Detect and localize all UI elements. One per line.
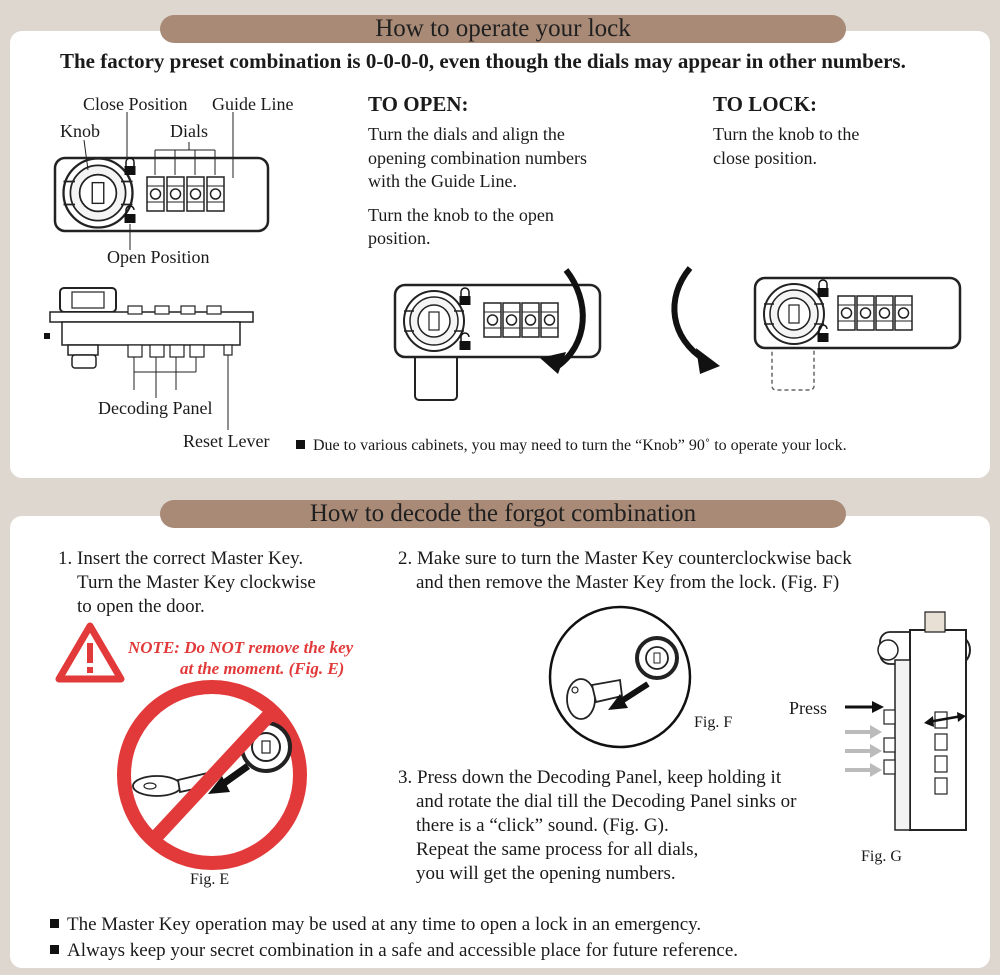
label-guide-line: Guide Line — [212, 94, 294, 114]
to-open-line-2: opening combination numbers — [368, 148, 587, 168]
step-2-line-1: 2. Make sure to turn the Master Key coun… — [398, 548, 852, 569]
warning-triangle-icon — [55, 622, 125, 683]
decode-panel — [10, 516, 990, 968]
fig-f-caption: Fig. F — [694, 714, 733, 731]
step-1-line-1: 1. Insert the correct Master Key. — [58, 548, 304, 569]
to-open-heading: TO OPEN: — [368, 92, 469, 116]
cabinet-note-text: Due to various cabinets, you may need to… — [313, 437, 847, 454]
lock-face-diagram — [53, 112, 270, 250]
bullet-icon — [50, 945, 59, 955]
operate-illustrations — [44, 112, 962, 430]
fig-g-caption: Fig. G — [861, 848, 902, 865]
step-3-line-3: there is a “click” sound. (Fig. G). — [416, 815, 669, 836]
footer-note-1: The Master Key operation may be used at … — [50, 913, 701, 937]
to-lock-heading: TO LOCK: — [713, 92, 818, 116]
lock-side-view-diagram — [44, 287, 254, 430]
label-reset-lever: Reset Lever — [183, 431, 270, 451]
step-3-line-5: you will get the opening numbers. — [416, 863, 676, 884]
close-state-diagram — [671, 266, 962, 391]
step-1-line-3: to open the door. — [77, 596, 205, 617]
to-open-line-3: with the Guide Line. — [368, 171, 517, 191]
to-open-line-5: position. — [368, 228, 431, 248]
open-state-diagram — [393, 268, 602, 401]
to-lock-line-1: Turn the knob to the — [713, 124, 860, 144]
warning-line-1: NOTE: Do NOT remove the key — [128, 638, 354, 657]
step-1-line-2: Turn the Master Key clockwise — [77, 572, 316, 593]
to-lock-line-2: close position. — [713, 148, 817, 168]
footer-note-2: Always keep your secret combination in a… — [50, 939, 738, 963]
press-label: Press — [789, 698, 828, 718]
step-3-line-4: Repeat the same process for all dials, — [416, 839, 699, 860]
bullet-icon — [50, 919, 59, 929]
to-open-line-1: Turn the dials and align the — [368, 124, 565, 144]
press-decoding-panel-figure — [845, 611, 971, 831]
to-open-line-4: Turn the knob to the open — [368, 205, 554, 225]
label-dials: Dials — [170, 121, 208, 141]
footer-note-1-text: The Master Key operation may be used at … — [67, 914, 702, 935]
fig-e-caption: Fig. E — [190, 871, 230, 888]
remove-key-figure — [548, 605, 692, 749]
no-remove-key-icon — [117, 680, 307, 870]
cabinet-note: Due to various cabinets, you may need to… — [296, 436, 847, 456]
operate-section-title: How to operate your lock — [160, 15, 846, 43]
operate-panel — [10, 31, 990, 478]
label-close-position: Close Position — [83, 94, 188, 114]
step-3-line-2: and rotate the dial till the Decoding Pa… — [416, 791, 797, 812]
footer-note-2-text: Always keep your secret combination in a… — [67, 940, 739, 961]
step-3-line-1: 3. Press down the Decoding Panel, keep h… — [398, 767, 782, 788]
decode-section-title: How to decode the forgot combination — [160, 500, 846, 528]
step-2-line-2: and then remove the Master Key from the … — [416, 572, 840, 593]
warning-line-2: at the moment. (Fig. E) — [180, 659, 345, 678]
bullet-icon — [296, 439, 305, 449]
preset-combination-text: The factory preset combination is 0-0-0-… — [60, 49, 906, 73]
label-open-position: Open Position — [107, 247, 210, 267]
label-decoding-panel: Decoding Panel — [98, 398, 213, 418]
label-knob: Knob — [60, 121, 100, 141]
